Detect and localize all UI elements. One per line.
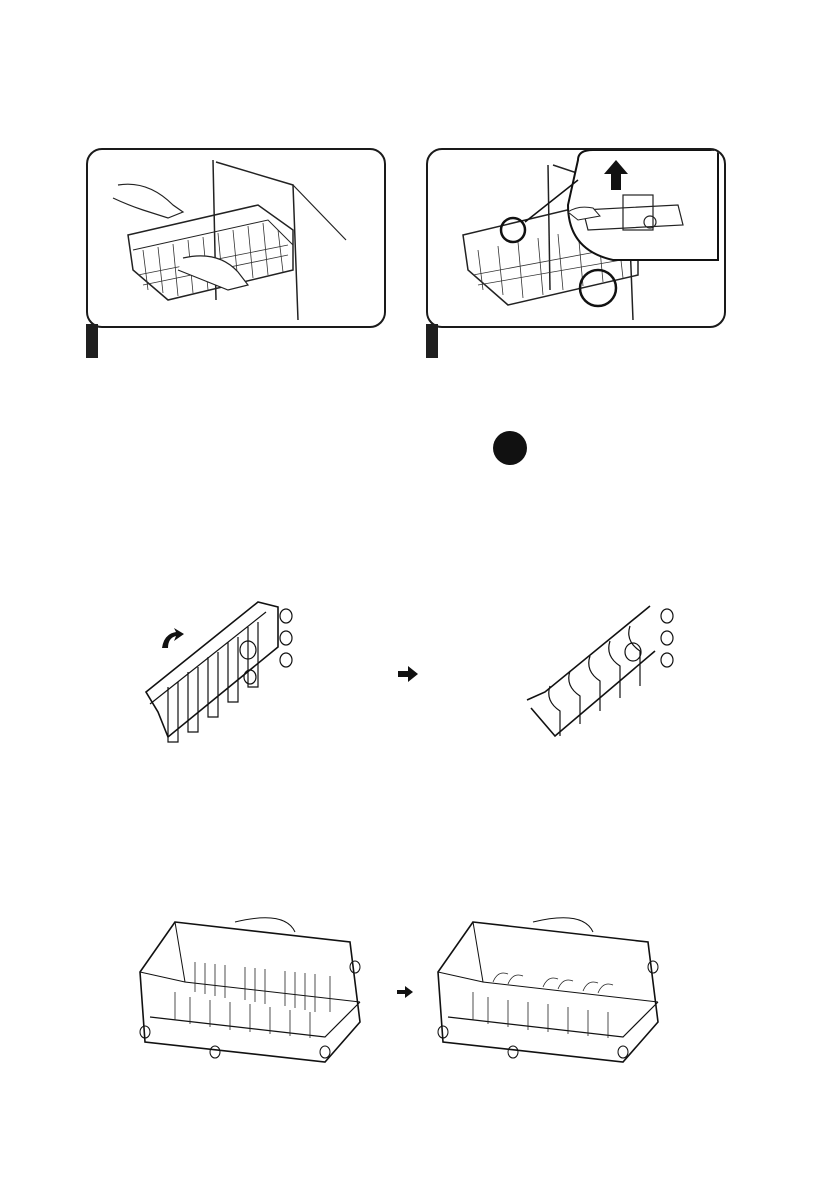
next-step-arrow-icon [398,666,418,682]
step-marker-dot [493,431,527,465]
step-tab [86,324,98,358]
tine-row-upright-illustration [138,592,308,752]
basket-lift-illustration [88,150,384,326]
rack-clip-illustration [428,150,724,326]
fold-arrow-icon [160,628,184,650]
step-tab [426,324,438,358]
lower-rack-before-illustration [135,912,375,1072]
figure-panel-remove-basket [86,148,386,328]
tine-row-folded-illustration [525,596,685,746]
next-step-arrow-icon [397,986,413,998]
figure-panel-release-clip [426,148,726,328]
lower-rack-after-illustration [433,912,673,1072]
